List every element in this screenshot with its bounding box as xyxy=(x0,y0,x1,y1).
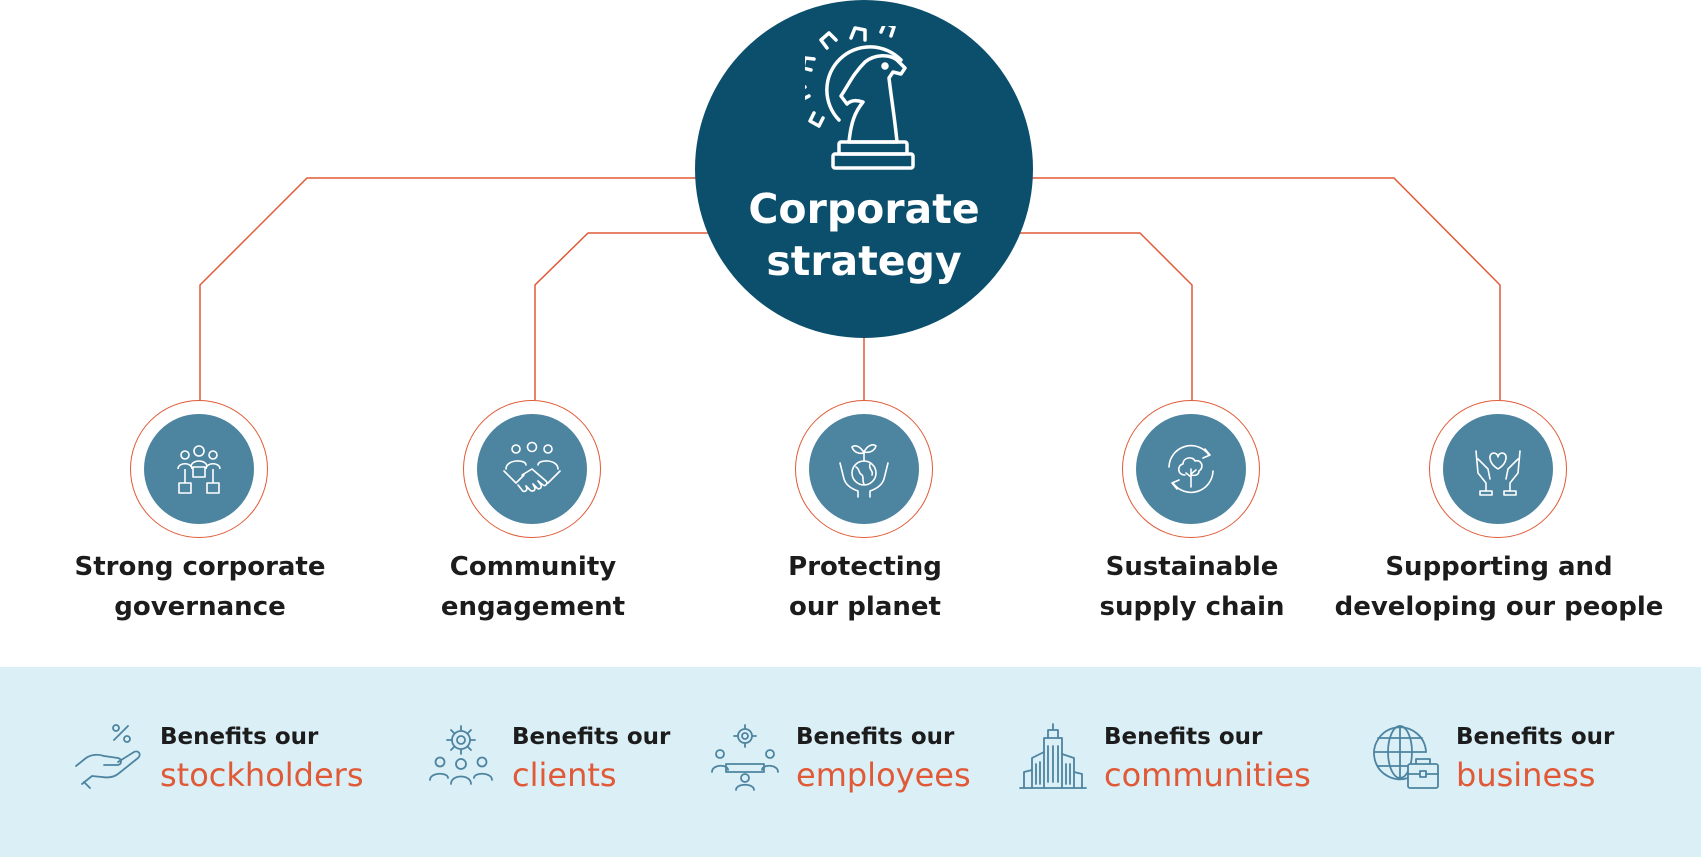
pillar-label: Protecting our planet xyxy=(675,547,1055,627)
pillar-disc xyxy=(144,414,254,524)
pillar-ring xyxy=(1429,400,1567,538)
pillar-label: Strong corporate governance xyxy=(10,547,390,627)
pillar-label-line2: supply chain xyxy=(1099,592,1285,622)
benefit-target: clients xyxy=(512,756,617,794)
benefit-lead: Benefits our xyxy=(1104,724,1263,750)
benefit-lead: Benefits our xyxy=(512,724,671,750)
planet-hands-icon xyxy=(839,444,889,498)
benefit-lead: Benefits our xyxy=(160,724,319,750)
pillar-label: Supporting and developing our people xyxy=(1309,547,1689,627)
pillar-disc xyxy=(477,414,587,524)
pillar-label: Community engagement xyxy=(343,547,723,627)
pillar-label-line2: engagement xyxy=(440,592,626,622)
connector-community xyxy=(534,232,710,400)
center-title-line1: Corporate xyxy=(748,185,980,233)
benefit-lead: Benefits our xyxy=(1456,724,1615,750)
pillar-label-line1: Community xyxy=(449,552,617,582)
gear-people-icon xyxy=(429,725,493,785)
pillar-label-line1: Strong corporate xyxy=(74,552,326,582)
benefit-target: communities xyxy=(1104,756,1311,794)
benefit-target: employees xyxy=(796,756,971,794)
handshake-icon xyxy=(503,441,561,493)
city-buildings-icon xyxy=(1019,723,1087,789)
chess-knight-gear-icon xyxy=(805,26,915,170)
pillar-label-line2: our planet xyxy=(789,592,941,622)
team-meeting-icon xyxy=(711,724,779,791)
connector-governance xyxy=(199,177,700,400)
pillar-disc xyxy=(1443,414,1553,524)
benefits-band: Benefits our stockholders Benefits our c… xyxy=(0,667,1701,857)
hands-heart-icon xyxy=(1475,450,1521,496)
connector-people xyxy=(1028,177,1501,400)
globe-briefcase-icon xyxy=(1373,725,1439,789)
recycle-tree-icon xyxy=(1168,444,1214,494)
pillar-disc xyxy=(1136,414,1246,524)
center-title-line2: strategy xyxy=(766,237,962,285)
pillar-label: Sustainable supply chain xyxy=(1002,547,1382,627)
hand-percent-icon xyxy=(75,724,141,789)
benefit-target: business xyxy=(1456,756,1596,794)
pillar-label-line1: Protecting xyxy=(788,552,942,582)
benefit-target: stockholders xyxy=(160,756,364,794)
pillar-label-line2: governance xyxy=(114,592,286,622)
pillar-ring xyxy=(463,400,601,538)
connector-supply-chain xyxy=(1018,232,1193,400)
corporate-strategy-hub: Corporate strategy xyxy=(695,0,1033,338)
governance-org-icon xyxy=(177,445,221,494)
pillar-label-line2: developing our people xyxy=(1334,592,1664,622)
pillar-ring xyxy=(1122,400,1260,538)
pillar-ring xyxy=(130,400,268,538)
benefit-lead: Benefits our xyxy=(796,724,955,750)
pillar-label-line1: Sustainable xyxy=(1105,552,1279,582)
center-title: Corporate strategy xyxy=(695,183,1033,287)
pillar-ring xyxy=(795,400,933,538)
pillar-label-line1: Supporting and xyxy=(1385,552,1613,582)
pillar-disc xyxy=(809,414,919,524)
